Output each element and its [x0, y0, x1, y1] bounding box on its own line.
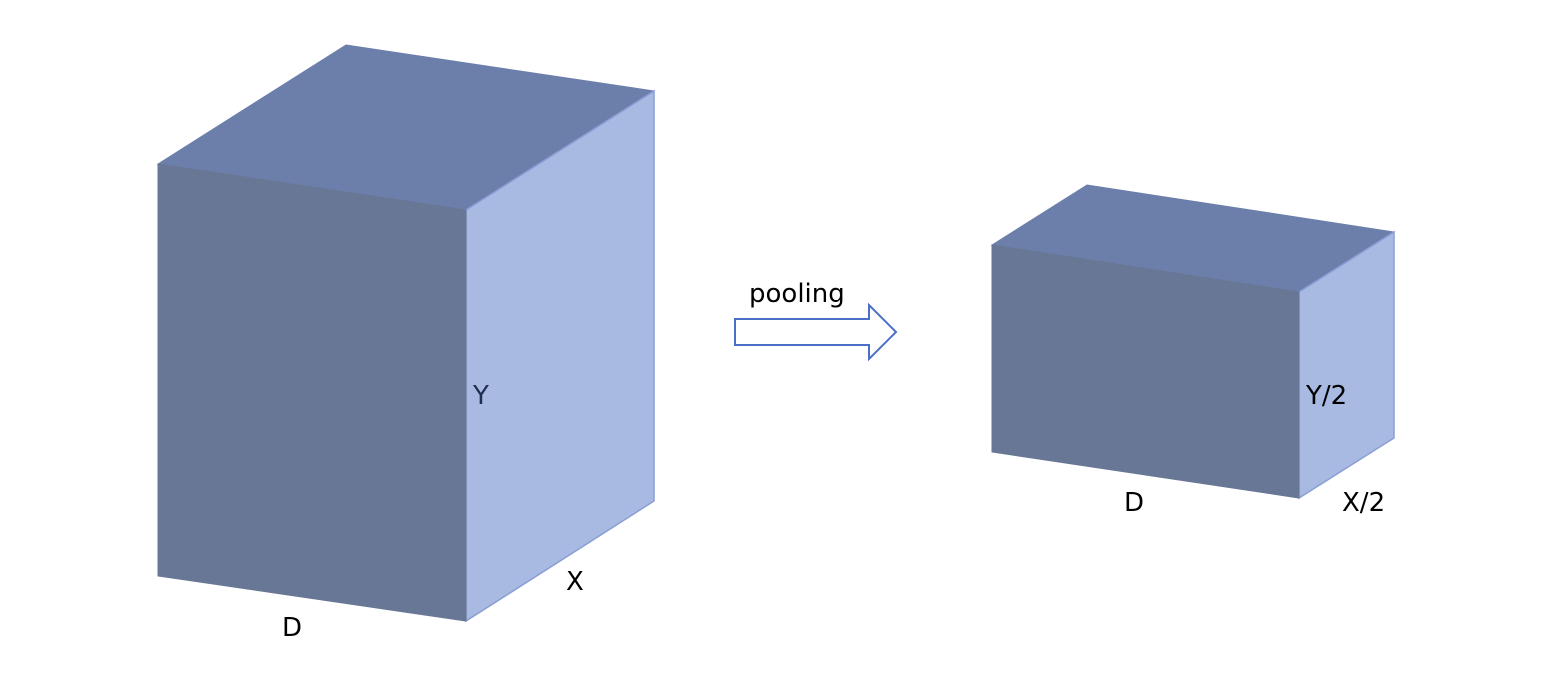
input-depth-label: D [282, 613, 302, 643]
input-width-label: X [566, 567, 584, 597]
pooling-label: pooling [749, 279, 845, 309]
output-height-label: Y/2 [1305, 381, 1347, 411]
output-depth-label: D [1124, 488, 1144, 518]
output-volume: Y/2 X/2 D [990, 184, 1396, 518]
input-height-label: Y [472, 381, 489, 411]
output-width-label: X/2 [1342, 488, 1385, 518]
input-volume: Y X D [156, 44, 656, 643]
right-arrow-icon [734, 302, 898, 362]
input-volume-front-face [157, 163, 467, 622]
output-volume-front-face [991, 244, 1300, 499]
pooling-operation: pooling [734, 279, 898, 362]
